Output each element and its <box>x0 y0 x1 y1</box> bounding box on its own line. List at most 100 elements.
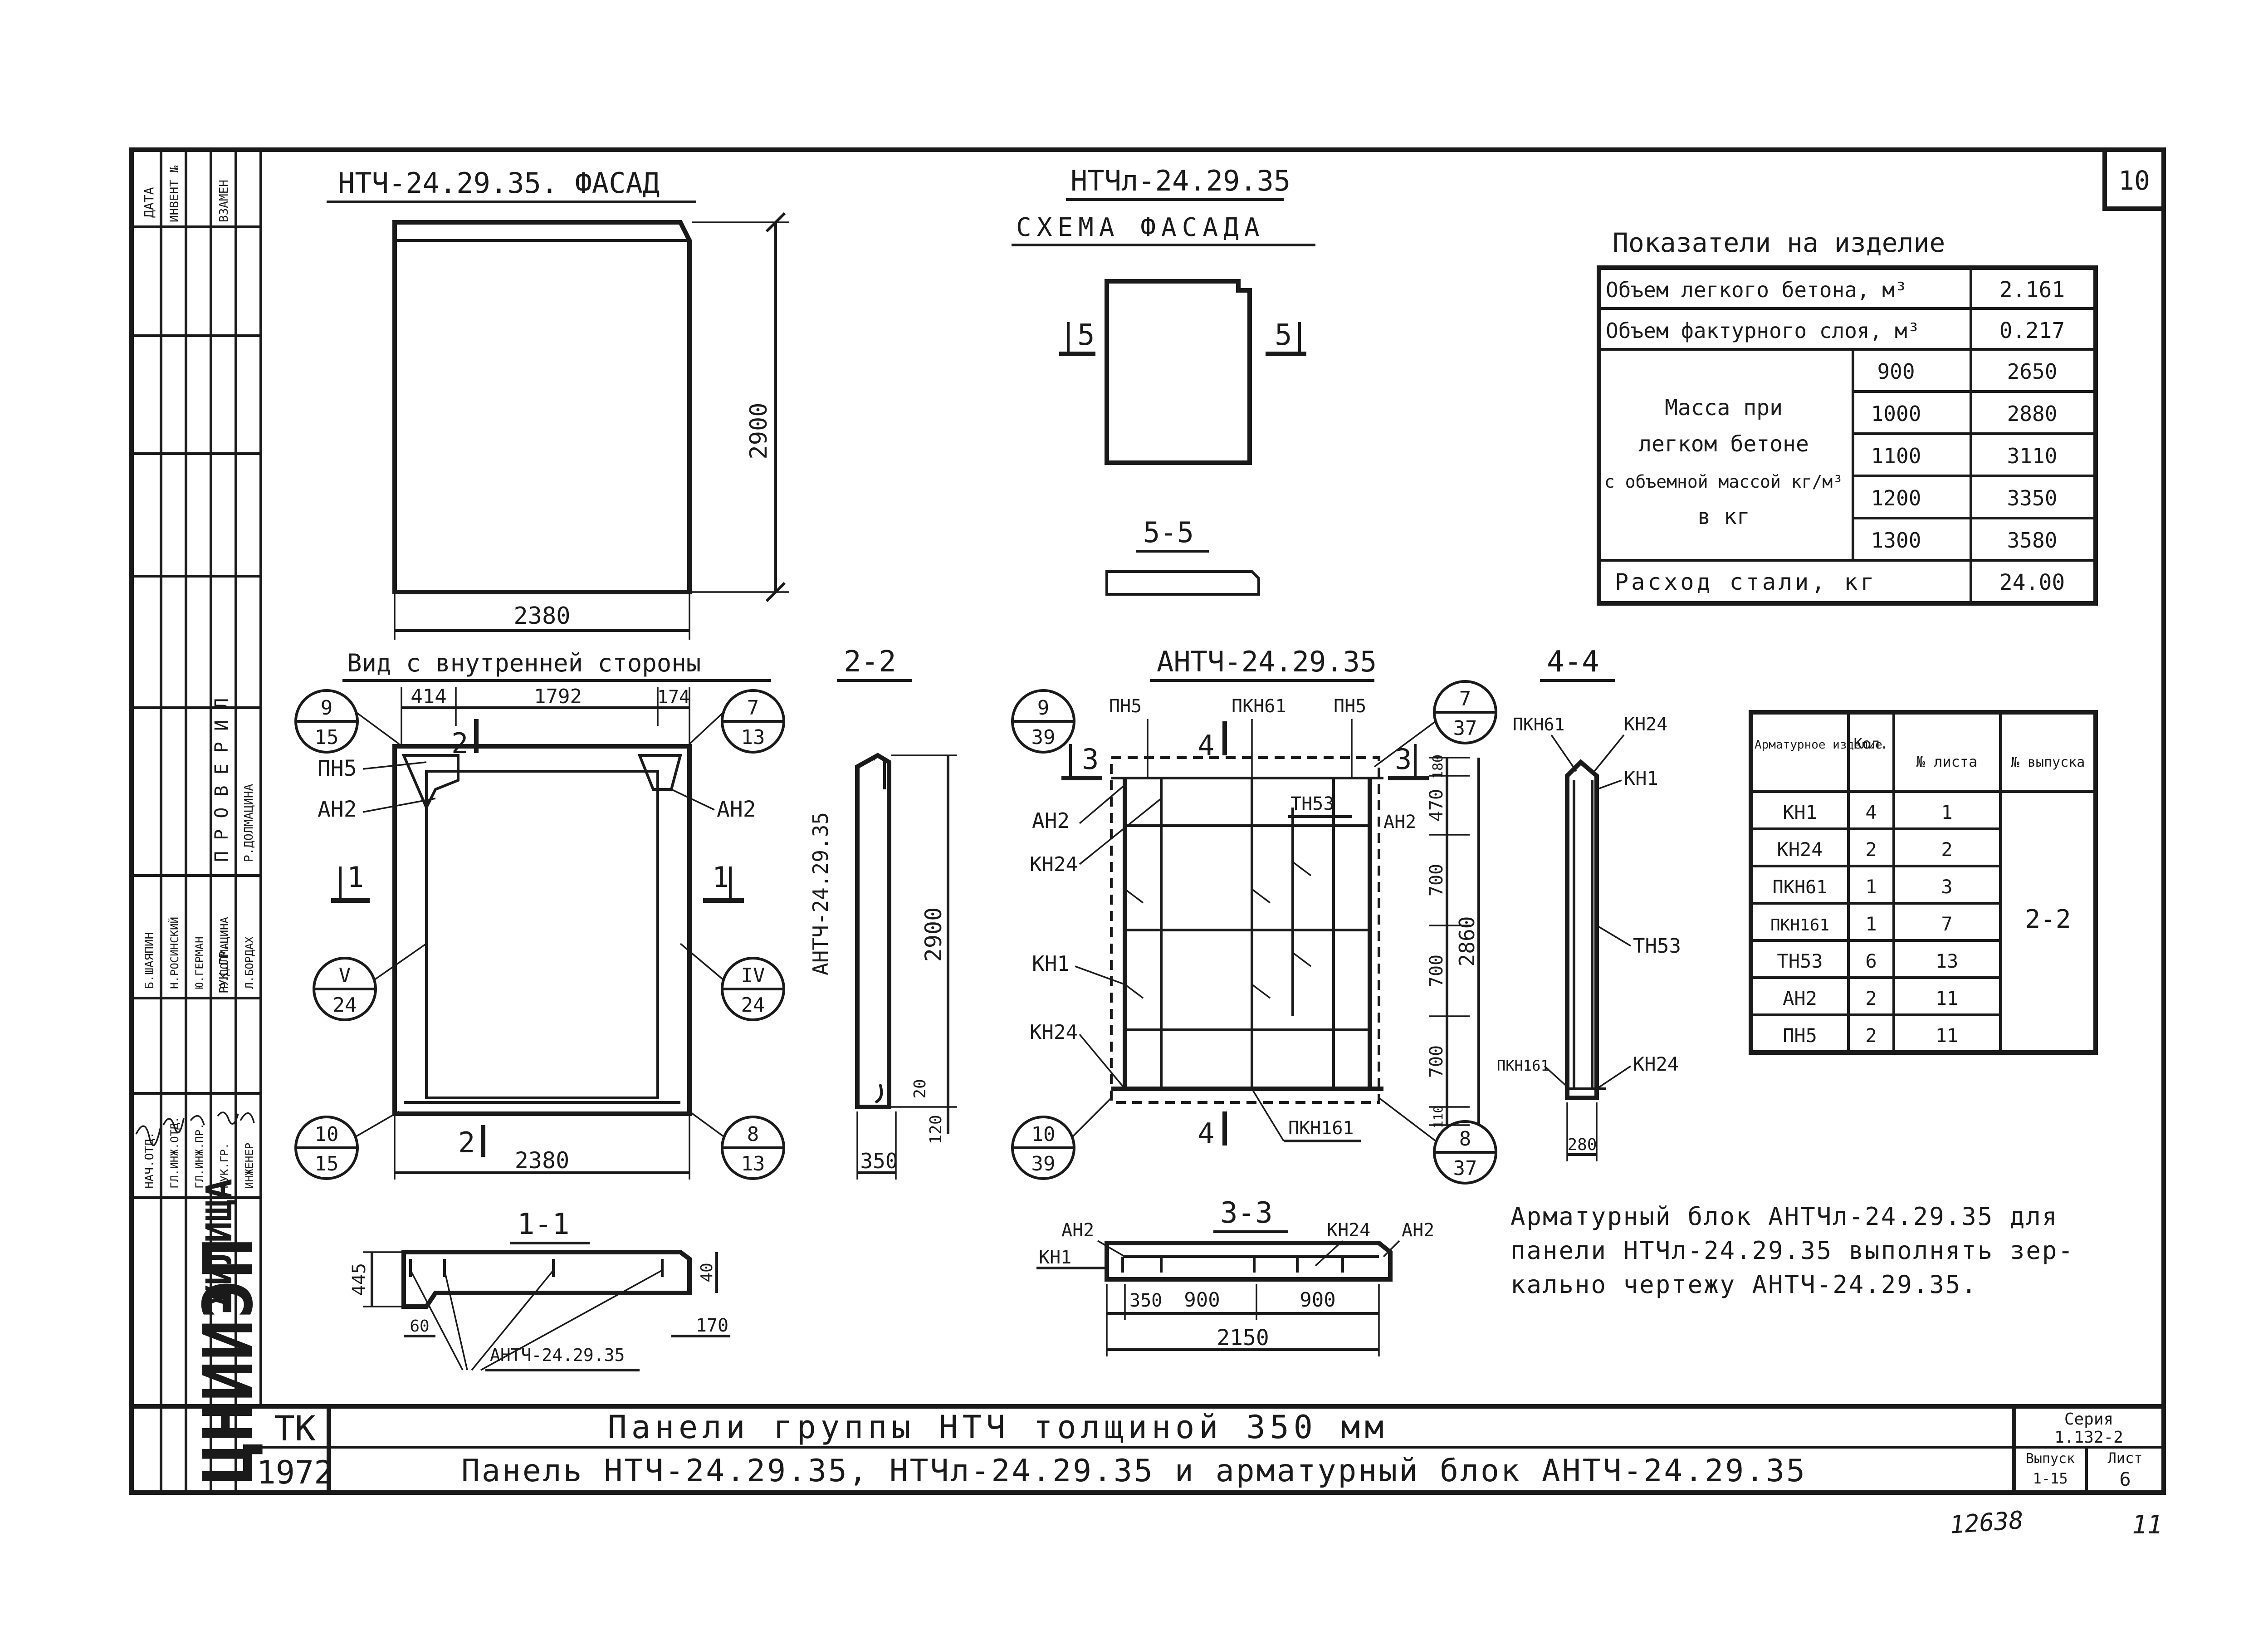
rt-head-3: № листа <box>1916 753 1978 770</box>
strip-proveril-name: Р.ДОЛМАЦИНА <box>242 783 256 862</box>
s22-title: 2-2 <box>844 645 896 679</box>
rt-item-2: КН24 <box>1777 838 1823 861</box>
svg-text:39: 39 <box>1031 1152 1056 1175</box>
s33-an2-left: АН2 <box>1061 1220 1094 1241</box>
org-name: ЖИЛИЩА <box>199 1179 240 1307</box>
strip-proveril: П Р О В Е Р И Л <box>211 698 232 862</box>
page-number: 10 <box>2118 165 2150 196</box>
rt-sheet-2: 2 <box>1941 838 1952 861</box>
strip-proveril-role: РУК.ГР. <box>217 944 231 994</box>
block-dim-4: 700 <box>1426 955 1447 987</box>
rt-sheet-5: 13 <box>1936 950 1959 972</box>
rt-head-1: Арматурное изделие <box>1755 738 1882 752</box>
s22-dim20: 20 <box>911 1079 929 1098</box>
inner-dim-2: 1792 <box>534 685 582 708</box>
inner-cut1-left: 1 <box>347 861 364 894</box>
sheet-frame: 10 <box>129 147 2166 1495</box>
schema-cut-left: 5 <box>1077 318 1095 352</box>
s44-kn24-top: КН24 <box>1624 714 1667 735</box>
s11-label: АНТЧ-24.29.35 <box>490 1345 625 1365</box>
s44-width: 280 <box>1567 1136 1597 1154</box>
rt-qty-5: 6 <box>1865 950 1877 972</box>
strip-name-4: Р.ДОЛМАЦИНА <box>218 917 231 989</box>
s33-an2-right: АН2 <box>1402 1220 1434 1241</box>
inner-dim-1: 414 <box>411 685 446 708</box>
inner-outline <box>392 744 692 1116</box>
corner-number: 11 <box>2132 1510 2162 1540</box>
svg-text:10: 10 <box>1031 1123 1056 1146</box>
strip-date: ДАТА <box>142 187 156 218</box>
mass-label-2: легком бетоне <box>1638 431 1809 457</box>
schema-subtitle: СХЕМА ФАСАДА <box>1016 213 1265 242</box>
block-kn1: КН1 <box>1032 951 1070 976</box>
s44-pkn61: ПКН61 <box>1513 715 1564 734</box>
s44-kn24-bot: КН24 <box>1633 1053 1679 1075</box>
schema-view: НТЧл-24.29.35 СХЕМА ФАСАДА 5 5 5-5 <box>1012 164 1315 596</box>
density-2: 1000 <box>1871 401 1921 426</box>
steel-value: 24.00 <box>1999 570 2065 595</box>
svg-text:7: 7 <box>1459 687 1471 710</box>
rt-qty-6: 2 <box>1865 987 1877 1009</box>
indicators-title: Показатели на изделие <box>1613 227 1945 258</box>
s11-dim445: 445 <box>349 1263 370 1296</box>
block-kn24-b: КН24 <box>1030 1021 1078 1044</box>
inner-an2-left: АН2 <box>318 797 357 822</box>
svg-text:8: 8 <box>747 1123 759 1146</box>
block-cut4-bottom: 4 <box>1198 1117 1214 1150</box>
block-bubble-3: 10 39 <box>1011 1097 1112 1180</box>
svg-text:V: V <box>339 964 351 987</box>
block-bubble-4: 8 37 <box>1378 1097 1497 1185</box>
strip-role-5: ИНЖЕНЕР <box>243 1143 256 1189</box>
archive-number: 12638 <box>1949 1506 2025 1539</box>
note: Арматурный блок АНТЧл-24.29.35 для панел… <box>1510 1202 2073 1299</box>
s11-title: 1-1 <box>517 1208 570 1241</box>
rebar-table: Арматурное изделие Кол. № листа № выпуск… <box>1749 710 2098 1055</box>
svg-text:37: 37 <box>1453 1157 1477 1180</box>
mass-1: 2650 <box>2007 359 2058 384</box>
rt-sheet-4: 7 <box>1941 913 1952 935</box>
inner-width: 2380 <box>515 1147 569 1174</box>
svg-text:10: 10 <box>315 1123 339 1146</box>
s44-pkn161: ПКН161 <box>1497 1057 1549 1074</box>
block-pkn61: ПКН61 <box>1232 696 1286 717</box>
rt-item-3: ПКН61 <box>1773 877 1827 898</box>
block-dim-5: 700 <box>1426 1045 1447 1078</box>
rt-sheet-3: 3 <box>1941 876 1952 898</box>
schema-section-label: 5-5 <box>1143 516 1194 549</box>
facade-title: НТЧ-24.29.35. ФАСАД <box>338 166 660 200</box>
block-pn5-left: ПН5 <box>1109 696 1142 717</box>
inner-opening <box>425 770 659 1099</box>
rt-sheet-6: 11 <box>1936 987 1959 1009</box>
block-bubble-1: 9 39 <box>1011 689 1075 754</box>
svg-text:13: 13 <box>741 1152 765 1175</box>
tb-line2: Панель НТЧ-24.29.35, НТЧл-24.29.35 и арм… <box>461 1453 1807 1489</box>
s22-dim120: 120 <box>927 1115 945 1144</box>
inner-bubble-3: V 24 <box>313 943 427 1021</box>
facade-width: 2380 <box>513 602 570 630</box>
density-3: 1100 <box>1871 444 1921 468</box>
tb-list-label: Лист <box>2107 1449 2142 1467</box>
tb-issue-value: 1-15 <box>2033 1470 2068 1487</box>
block-dim-6: 110 <box>1431 1106 1446 1129</box>
signatures <box>135 1111 255 1146</box>
mass-label-4: в кг <box>1697 504 1750 529</box>
schema-cut-right: 5 <box>1275 318 1292 352</box>
mass-label-3: с объемной массой кг/м³ <box>1604 472 1843 492</box>
schema-outline <box>1105 279 1252 465</box>
strip-name-3: Ю.ГЕРМАН <box>193 936 206 989</box>
svg-text:13: 13 <box>741 726 765 749</box>
svg-text:24: 24 <box>333 994 357 1017</box>
svg-text:7: 7 <box>747 696 759 720</box>
inner-bubble-6: 8 13 <box>689 1111 785 1180</box>
svg-text:15: 15 <box>315 726 339 749</box>
title-block: ТК 1972 Панели группы НТЧ толщиной 350 м… <box>257 1404 2164 1493</box>
mass-3: 3110 <box>2007 444 2058 468</box>
facade-height: 2900 <box>745 402 772 459</box>
rt-issue: 2-2 <box>2025 905 2071 934</box>
schema-section-shape <box>1105 570 1260 596</box>
block-cut4-top: 4 <box>1198 729 1214 762</box>
svg-text:8: 8 <box>1459 1127 1471 1150</box>
indicators-table: Показатели на изделие Объем легкого бето… <box>1597 227 2098 606</box>
